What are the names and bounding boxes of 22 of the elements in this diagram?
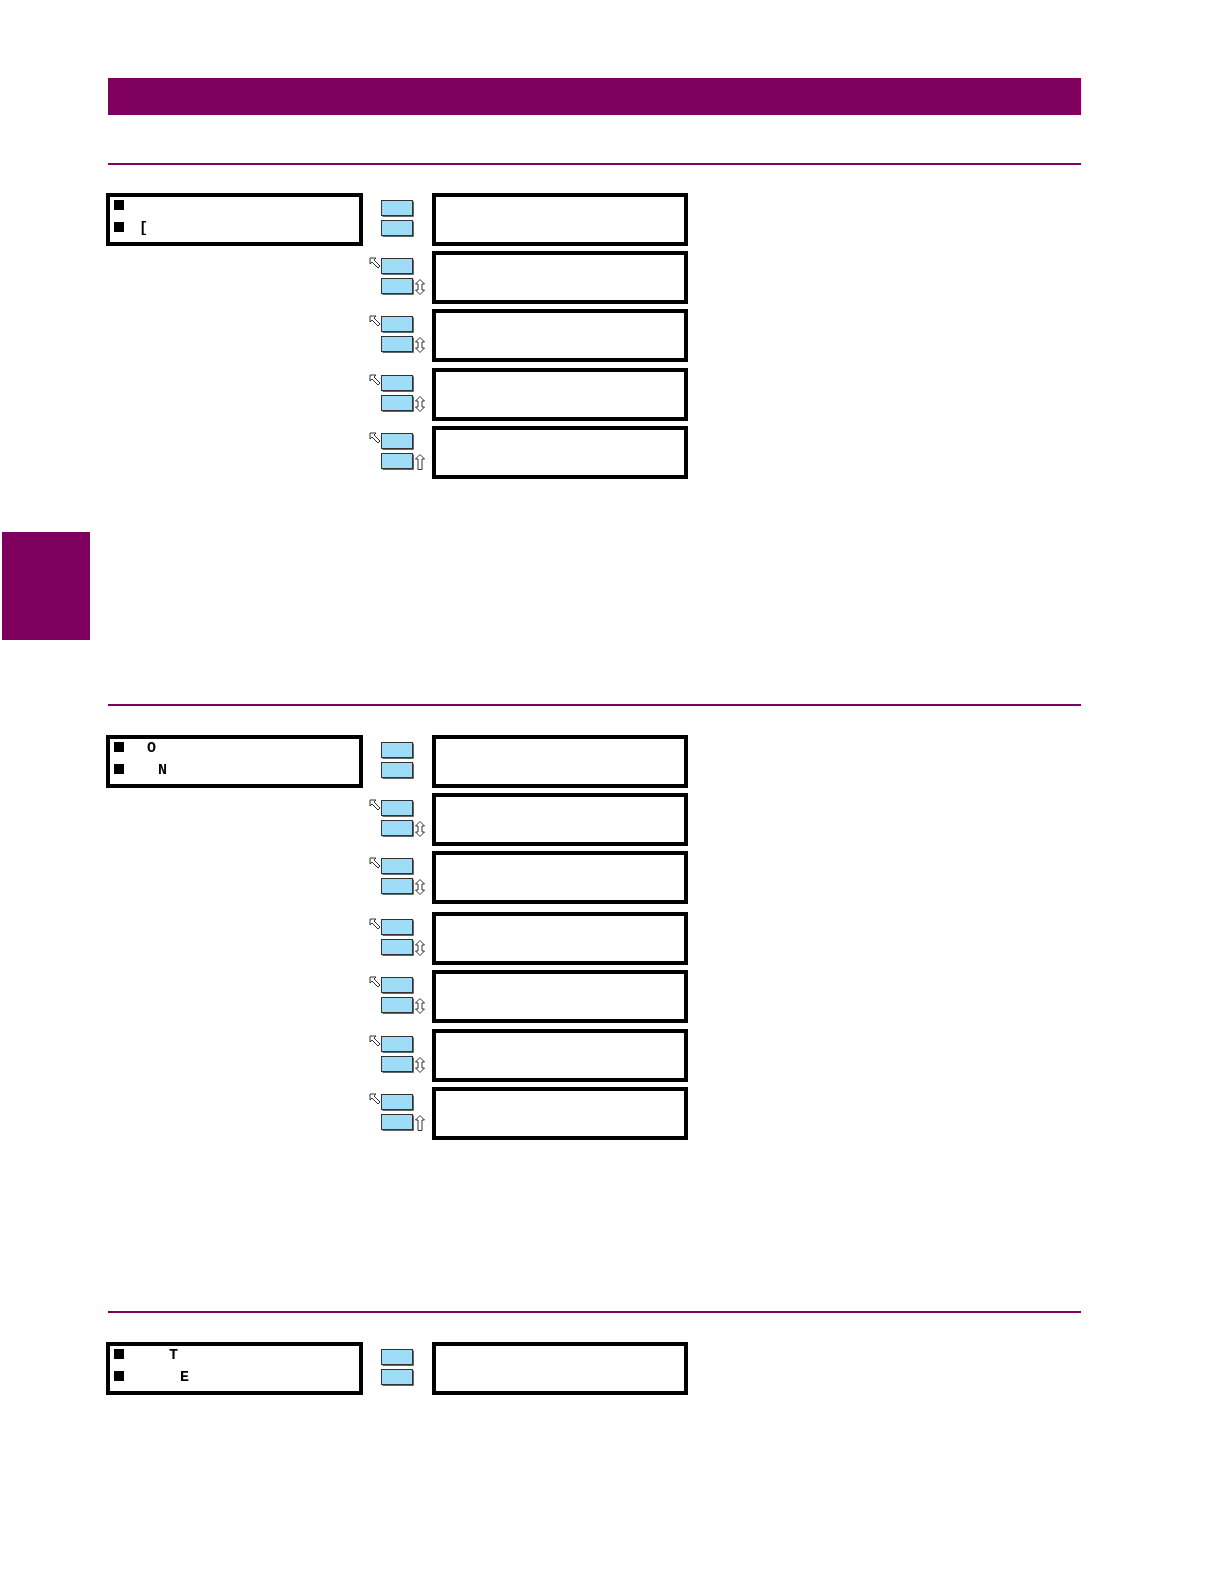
side-tab xyxy=(2,532,90,640)
menu-header-box xyxy=(106,193,363,246)
display-box xyxy=(432,426,688,479)
menu-text: [ xyxy=(139,220,148,238)
menu-header-box xyxy=(106,735,363,788)
display-box xyxy=(432,193,688,246)
display-box xyxy=(432,1087,688,1140)
display-box xyxy=(432,793,688,846)
display-box xyxy=(432,735,688,788)
display-box xyxy=(432,970,688,1023)
display-box xyxy=(432,1029,688,1082)
display-box xyxy=(432,1342,688,1395)
display-box xyxy=(432,368,688,421)
display-box xyxy=(432,251,688,304)
menu-text: E xyxy=(180,1369,189,1387)
menu-header-box xyxy=(106,1342,363,1395)
display-box xyxy=(432,912,688,965)
menu-text: T xyxy=(169,1347,178,1365)
display-box xyxy=(432,309,688,362)
menu-text: O xyxy=(147,740,156,758)
menu-text: N xyxy=(158,762,167,780)
display-box xyxy=(432,851,688,904)
